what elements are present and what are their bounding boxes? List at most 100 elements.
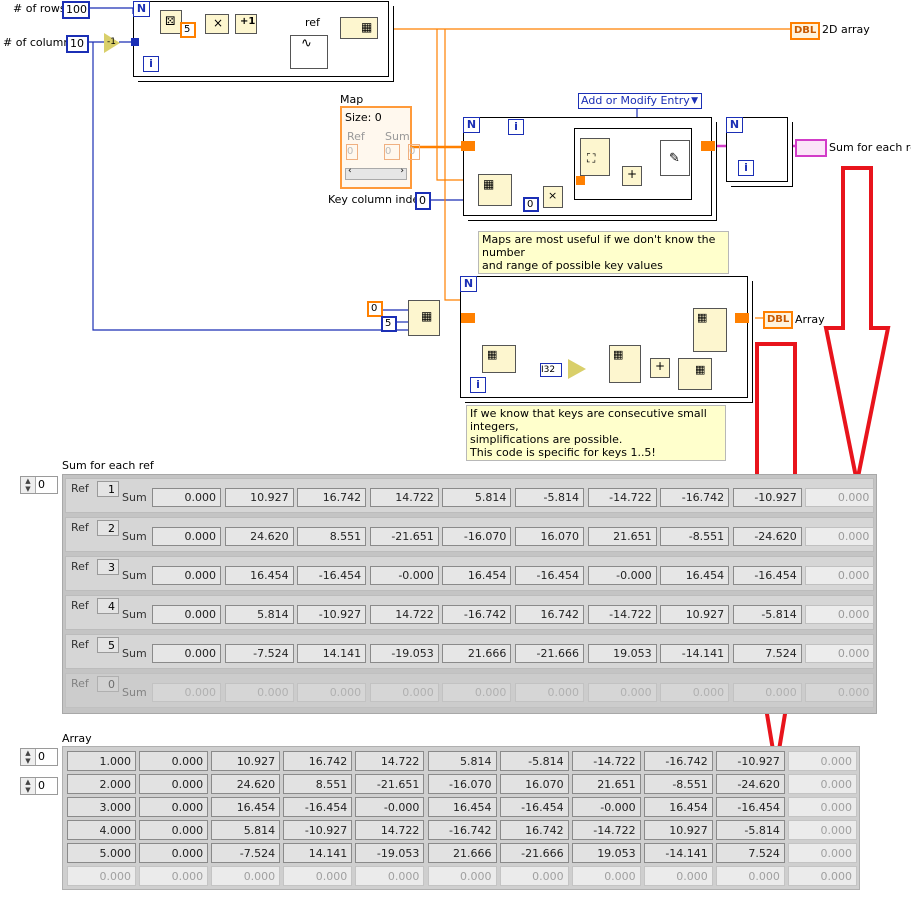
sum-cell: 14.141	[297, 644, 367, 663]
array-cell: -16.742	[427, 820, 497, 840]
const-5: 5	[180, 22, 196, 38]
pencil-icon: ✎	[669, 151, 680, 166]
array-col-index[interactable]: ▲▼ 0	[20, 777, 58, 795]
sum-cell: 7.524	[732, 644, 802, 663]
array-cell: -19.053	[355, 843, 425, 863]
multiply-node[interactable]: ×	[205, 14, 229, 34]
initialize-array-node[interactable]: ▦	[408, 300, 440, 336]
ref-value: 3	[97, 559, 119, 575]
ref-value: 4	[97, 598, 119, 614]
index-array-node-4[interactable]: ▦	[693, 308, 727, 352]
sum-cell: 0.000	[369, 683, 439, 702]
maps-note-line2: and range of possible key values	[482, 259, 663, 272]
array-cell: -5.814	[715, 820, 785, 840]
array-cell: 21.666	[427, 843, 497, 863]
sum-for-each-ref-label: Sum for each ref	[829, 141, 911, 154]
ref-value: 2	[97, 520, 119, 536]
key-column-control[interactable]: 0	[415, 192, 431, 210]
array-cell: -16.070	[427, 774, 497, 794]
multiply-icon: ×	[548, 189, 558, 202]
to-i32-node[interactable]: I32	[540, 363, 562, 377]
ref-caption: Ref	[71, 638, 89, 651]
array-row-index[interactable]: ▲▼ 0	[20, 748, 58, 766]
array-cell: -0.000	[355, 797, 425, 817]
add-node-2[interactable]: +	[650, 358, 670, 378]
random-number-node[interactable]: ⚄	[160, 10, 182, 34]
array-cell: 5.000	[67, 843, 136, 863]
sum-caption: Sum	[122, 608, 147, 621]
add-modify-entry-label: Add or Modify Entry	[581, 94, 690, 107]
array-cell: -16.454	[499, 797, 569, 817]
sum-caption: Sum	[122, 530, 147, 543]
sum-for-each-ref-indicator[interactable]	[795, 139, 827, 157]
top-for-loop[interactable]	[133, 1, 389, 77]
array-cell: 0.000	[139, 866, 209, 886]
sum-cell: 16.454	[224, 566, 294, 585]
array-icon: ▦	[613, 348, 624, 361]
spin-icon[interactable]: ▲▼	[21, 778, 36, 794]
array-cell: 14.141	[283, 843, 353, 863]
increment-node[interactable]: +1	[235, 14, 257, 34]
replace-subset-node[interactable]: ▦	[678, 358, 712, 390]
map-label: Map	[340, 93, 364, 106]
multiply-icon: ×	[213, 16, 224, 30]
key-column-label: Key column index	[328, 193, 426, 206]
map-insert-node[interactable]: ✎	[660, 140, 690, 176]
map-constant[interactable]: Size: 0 Ref Sum 0 0 0 ‹ ›	[340, 106, 420, 189]
sum-panel-index-value: 0	[38, 478, 45, 491]
build-array-node[interactable]: ▦	[340, 17, 378, 39]
sine-wave-node[interactable]: ∿	[290, 35, 328, 69]
array-indicator[interactable]: DBL	[763, 311, 794, 329]
array-cell: -7.524	[211, 843, 281, 863]
array-cell: 10.927	[643, 820, 713, 840]
array-cell: 8.551	[283, 774, 353, 794]
sum-cell: -7.524	[224, 644, 294, 663]
sum-cell: -0.000	[587, 566, 657, 585]
columns-control[interactable]: 10	[66, 35, 89, 53]
spin-icon[interactable]: ▲▼	[21, 749, 36, 765]
array-cell: 1.000	[67, 751, 136, 771]
index-array-node-2[interactable]: ▦	[482, 345, 516, 373]
index-array-node-3[interactable]: ▦	[609, 345, 641, 383]
sum-cell: 0.000	[152, 683, 221, 702]
array-cell: 0.000	[211, 866, 281, 886]
sum-cell: -8.551	[660, 527, 730, 546]
sum-cell: -21.666	[515, 644, 584, 663]
sum-caption: Sum	[122, 647, 147, 660]
map-sum-caption: Sum	[385, 130, 410, 143]
rows-control[interactable]: 100	[62, 1, 90, 19]
array-icon: ▦	[483, 177, 495, 191]
sum-cell: 0.000	[805, 605, 875, 624]
2d-array-label: 2D array	[822, 23, 870, 36]
map-loop-count-terminal: N	[463, 117, 480, 133]
sum-cell: 24.620	[224, 527, 294, 546]
array-cell: 0.000	[283, 866, 353, 886]
sum-cell: 0.000	[152, 605, 221, 624]
tunnel	[131, 38, 139, 46]
scroll-right-icon: ›	[400, 166, 404, 176]
array-loop-count-terminal: N	[460, 276, 477, 292]
map-lookup-node[interactable]: ⛶	[580, 138, 610, 176]
multiply-node-2[interactable]: ×	[543, 186, 563, 208]
array-cell: 0.000	[139, 843, 209, 863]
spin-icon[interactable]: ▲▼	[21, 477, 36, 493]
array-cell: -21.651	[355, 774, 425, 794]
sine-wave-icon: ∿	[301, 36, 312, 51]
2d-array-indicator[interactable]: DBL	[790, 22, 821, 40]
sum-cell: 16.454	[660, 566, 730, 585]
index-array-node[interactable]: ▦	[478, 174, 512, 206]
add-node[interactable]: +	[622, 166, 642, 186]
array-cell: -10.927	[283, 820, 353, 840]
array-cell: -16.742	[643, 751, 713, 771]
map-scrollbar[interactable]: ‹ ›	[345, 166, 407, 180]
array-cell: 0.000	[427, 866, 497, 886]
ref-caption: Ref	[71, 482, 89, 495]
sum-cell: 16.070	[515, 527, 584, 546]
sum-cell: 0.000	[805, 488, 875, 507]
sum-cell: 0.000	[515, 683, 584, 702]
sum-panel-index[interactable]: ▲▼ 0	[20, 476, 58, 494]
add-modify-entry-ring[interactable]: Add or Modify Entry ▼	[578, 93, 702, 109]
